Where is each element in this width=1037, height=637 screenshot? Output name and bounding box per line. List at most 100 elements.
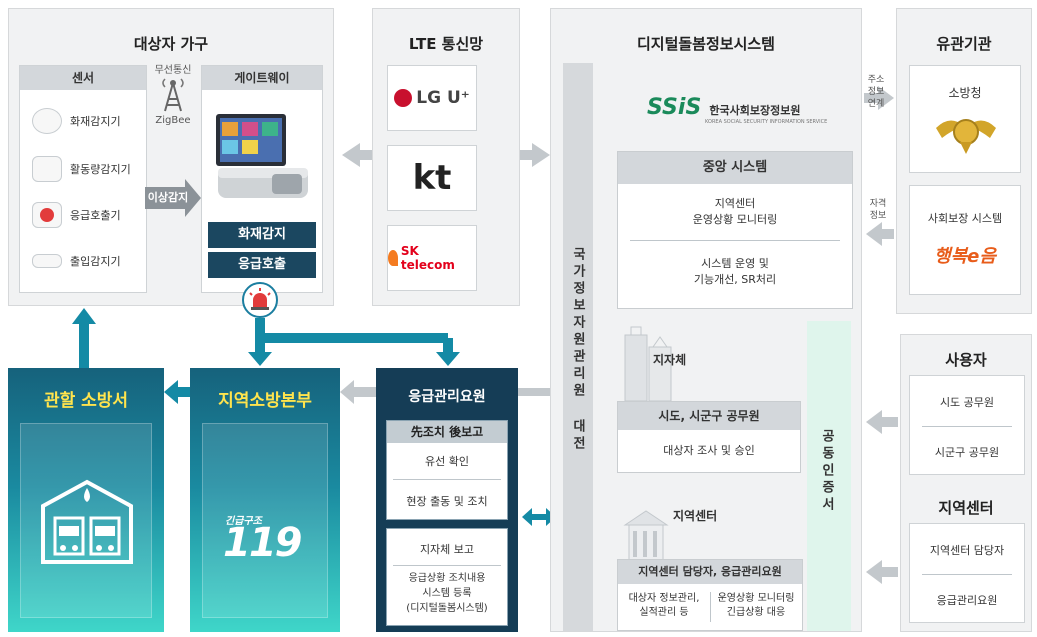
lte-panel: LTE 통신망 LG U⁺ kt SK telecom [372, 8, 520, 306]
dcis-panel: 디지털돌봄정보시스템 SSiS 한국사회보장정보원 KOREA SOCIAL S… [550, 8, 862, 632]
welfare-box: 사회보장 시스템 행복e음 [909, 185, 1021, 295]
officials-task: 대상자 조사 및 승인 [663, 444, 755, 457]
action-item: 유선 확인 [425, 455, 469, 468]
central-system: 중앙 시스템 지역센터 운영상황 모니터링 시스템 운영 및 기능개선, SR처… [617, 151, 853, 309]
gateway-emergency-call: 응급호출 [208, 252, 316, 278]
center-user-item: 지역센터 담당자 [929, 544, 1005, 557]
sensor-label: 출입감지기 [70, 255, 121, 268]
lgu-logo-icon [394, 89, 413, 107]
fire-station-panel: 관할 소방서 [8, 368, 164, 632]
users-box: 시도 공무원 시군구 공무원 [909, 375, 1025, 475]
zigbee-label: ZigBee [155, 115, 191, 126]
user-item: 시군구 공무원 [934, 446, 1000, 459]
emergency-button-icon [32, 202, 62, 228]
nirs-label: 국가정보자원관리원 대전 [570, 247, 585, 453]
gateway-head: 게이트웨이 [202, 66, 322, 90]
center-title: 지역센터 [938, 499, 994, 517]
report-item: 응급상황 조치내용 시스템 등록 (디지털돌봄시스템) [406, 573, 488, 614]
officials-head: 시도, 시군구 공무원 [618, 402, 800, 430]
divider [393, 565, 501, 566]
fire-sensor-icon [32, 108, 62, 134]
emergency-panel: 응급관리요원 先조치 後보고 유선 확인 현장 출동 및 조치 지자체 보고 응… [376, 368, 518, 632]
dcis-title: 디지털돌봄정보시스템 [636, 35, 775, 53]
center-user-item: 응급관리요원 [936, 594, 998, 607]
staff-task-2: 운영상황 모니터링 긴급상황 대응 [717, 593, 795, 618]
sensor-label: 화재감지기 [70, 115, 121, 128]
central-head: 중앙 시스템 [618, 152, 852, 184]
sensor-activity: 활동량감지기 [32, 154, 131, 184]
carrier-skt: SK telecom [387, 225, 477, 291]
anomaly-label: 이상감지 [147, 191, 189, 204]
anomaly-arrow [143, 179, 203, 217]
rescue-119-logo: 119 [223, 520, 302, 566]
fire-station-title: 관할 소방서 [43, 391, 129, 411]
regional-label: 지역센터 [673, 509, 718, 523]
addr-info-label: 주소 정보 연계 [867, 75, 885, 109]
gateway-device-icon [212, 110, 312, 208]
divider [922, 574, 1012, 575]
fire-station-inner [20, 423, 152, 618]
carrier-name: SK telecom [400, 244, 455, 272]
sensor-door: 출입감지기 [32, 246, 121, 276]
ssis-logo: SSiS 한국사회보장정보원 KOREA SOCIAL SECURITY INF… [647, 95, 843, 131]
welfare-logo: 행복e음 [934, 246, 996, 267]
sensor-panel: 센서 화재감지기 활동량감지기 응급호출기 출입감지기 [19, 65, 147, 293]
siren-icon [242, 282, 278, 318]
divider [922, 426, 1012, 427]
ssis-logo-text: SSiS [647, 95, 702, 120]
fire-emblem-icon [934, 108, 998, 156]
carrier-kt: kt [387, 145, 477, 211]
action-item: 현장 출동 및 조치 [406, 495, 488, 508]
divider [630, 240, 840, 241]
fire-agency-box: 소방청 [909, 65, 1021, 173]
agencies-panel: 유관기관 소방청 사회보장 시스템 행복e음 [896, 8, 1032, 314]
fire-station-icon [39, 476, 135, 564]
carrier-name: kt [412, 158, 452, 198]
staff-head: 지역센터 담당자, 응급관리요원 [618, 560, 802, 584]
center-users-box: 지역센터 담당자 응급관리요원 [909, 523, 1025, 623]
ssis-sub: KOREA SOCIAL SECURITY INFORMATION SERVIC… [705, 119, 828, 125]
emergency-title: 응급관리요원 [408, 389, 486, 405]
cert-bar [807, 321, 851, 631]
cert-label: 공동인증서 [819, 429, 834, 514]
lte-title: LTE 통신망 [408, 35, 484, 53]
carrier-lgu: LG U⁺ [387, 65, 477, 131]
door-sensor-icon [32, 254, 62, 268]
central-item: 시스템 운영 및 기능개선, SR처리 [693, 257, 777, 286]
fire-hq-inner: 긴급구조 119 [202, 423, 328, 618]
agencies-title: 유관기관 [936, 35, 992, 53]
rescue-logo-top: 긴급구조 [225, 516, 262, 527]
sensor-fire: 화재감지기 [32, 106, 121, 136]
nirs-bar [563, 63, 593, 631]
sensor-emergency: 응급호출기 [32, 200, 121, 230]
first-action-head: 先조치 後보고 [387, 421, 507, 443]
officials-box: 시도, 시군구 공무원 대상자 조사 및 승인 [617, 401, 801, 473]
carrier-name: LG U⁺ [416, 88, 470, 108]
staff-task-1: 대상자 정보관리, 실적관리 등 [628, 593, 700, 618]
user-item: 시도 공무원 [939, 396, 995, 409]
sensor-label: 응급호출기 [70, 209, 121, 222]
divider [710, 592, 711, 622]
fire-hq-panel: 지역소방본부 긴급구조 119 [190, 368, 340, 632]
qual-info-label: 자격 정보 [869, 199, 887, 221]
divider [393, 479, 501, 480]
report-item: 지자체 보고 [419, 543, 475, 556]
gateway-fire-detect: 화재감지 [208, 222, 316, 248]
sensor-head: 센서 [20, 66, 146, 90]
center-building-icon [621, 507, 671, 563]
building-icon [621, 321, 677, 402]
household-panel: 대상자 가구 센서 화재감지기 활동량감지기 응급호출기 출입감지기 무선통신 … [8, 8, 334, 306]
users-panel: 사용자 시도 공무원 시군구 공무원 지역센터 지역센터 담당자 응급관리요원 [900, 334, 1032, 632]
local-gov-label: 지자체 [653, 353, 687, 367]
first-action-box: 先조치 後보고 유선 확인 현장 출동 및 조치 [386, 420, 508, 520]
activity-sensor-icon [32, 156, 62, 182]
antenna-icon [157, 73, 189, 113]
sensor-label: 활동량감지기 [70, 163, 131, 176]
central-item: 지역센터 운영상황 모니터링 [692, 197, 778, 226]
fire-hq-title: 지역소방본부 [218, 391, 312, 411]
skt-logo-icon [388, 250, 398, 266]
gateway-panel: 게이트웨이 화재감지 응급호출 [201, 65, 323, 293]
welfare-label: 사회보장 시스템 [927, 212, 1003, 225]
report-box: 지자체 보고 응급상황 조치내용 시스템 등록 (디지털돌봄시스템) [386, 528, 508, 626]
ssis-name: 한국사회보장정보원 [709, 104, 801, 117]
